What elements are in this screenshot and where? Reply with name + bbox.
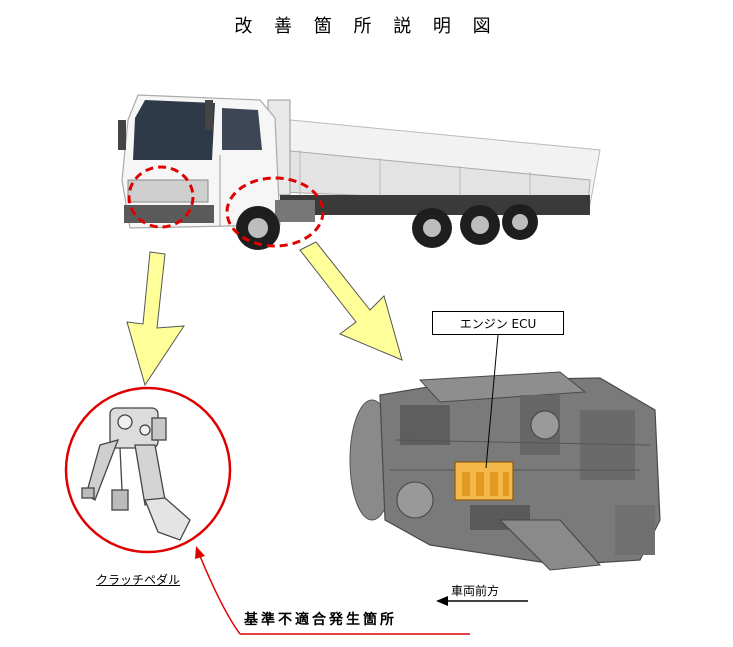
nonconformity-leader-line bbox=[199, 555, 241, 635]
arrow-to-engine-icon bbox=[299, 241, 403, 361]
arrow-to-clutch-icon bbox=[126, 251, 185, 387]
clutch-pedal-highlight bbox=[64, 386, 232, 554]
truck-image bbox=[118, 94, 601, 250]
vehicle-front-arrow-icon bbox=[436, 596, 528, 606]
page-title: 改 善 箇 所 説 明 図 bbox=[234, 16, 499, 37]
engine-image bbox=[349, 371, 661, 571]
engine-location-marker bbox=[225, 176, 325, 248]
engine-ecu-label: エンジン ECU bbox=[432, 311, 564, 335]
clutch-location-marker bbox=[127, 165, 195, 229]
nonconformity-label: 基準不適合発生箇所 bbox=[244, 612, 397, 628]
vehicle-front-label: 車両前方 bbox=[451, 584, 500, 598]
clutch-pedal-image bbox=[81, 407, 191, 541]
ecu-leader-line bbox=[485, 334, 499, 469]
clutch-pedal-label: クラッチペダル bbox=[96, 573, 181, 587]
